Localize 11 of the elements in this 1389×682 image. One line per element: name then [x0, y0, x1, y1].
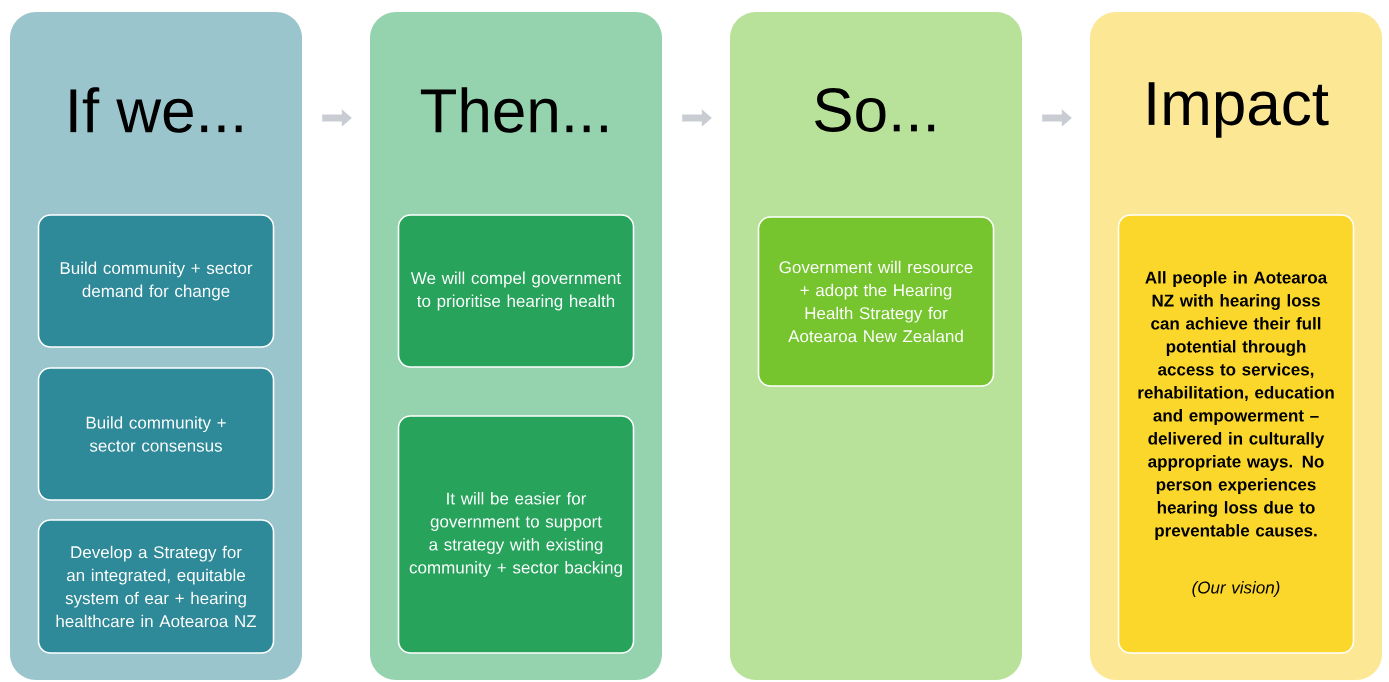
column-heading: So...	[815, 88, 935, 132]
column-heading: If we...	[70, 87, 242, 133]
text-box: It will be easier for government to support a strategy with existing community + sector backing	[397, 415, 635, 654]
text-box: All people in Aotearoa NZ with hearing loss can achieve their full potential through access to services, rehabilitation, education and empowerment – delivered in culturally appropriate ways. No person experiences hearing loss due to preventable causes. (Our vision)	[1117, 214, 1355, 654]
text-box: Build community + sector consensus	[37, 367, 275, 501]
column-heading: Then...	[420, 87, 607, 133]
text-box: Build community + sector demand for change	[37, 214, 275, 348]
column-heading: Impact	[1148, 82, 1329, 138]
text-box: We will compel government to prioritise hearing health	[397, 214, 635, 368]
text-box: Government will resource + adopt the Hearing Health Strategy for Aotearoa New Zealand	[757, 216, 995, 387]
text-box: Develop a Strategy for an integrated, equitable system of ear + hearing healthcare in Aotearoa NZ	[37, 519, 275, 654]
